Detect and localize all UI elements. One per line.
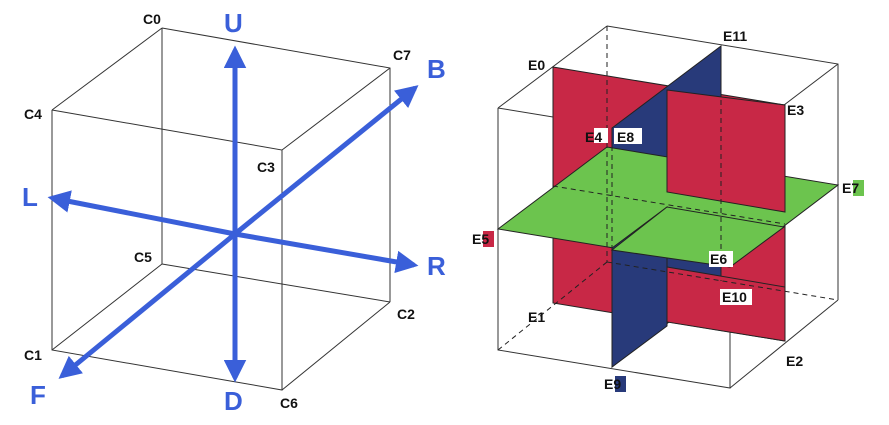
corner-label: C4 — [24, 106, 42, 122]
cube-edge-back-bottom — [161, 263, 391, 303]
corner-label: C2 — [397, 306, 415, 322]
edge-label: E1 — [528, 309, 545, 325]
corner-label: C6 — [280, 395, 298, 411]
cube-edge-bottom-left — [51, 263, 163, 351]
axis-label-down: D — [224, 386, 243, 416]
rotation-axes — [47, 45, 419, 383]
red-slice-plane-front-upper — [666, 89, 786, 213]
edge-label: E8 — [617, 129, 634, 145]
corner-cube — [51, 27, 391, 391]
edge-label-bg — [614, 128, 642, 144]
edge-label: E4 — [585, 129, 602, 145]
axis-label-left: L — [22, 182, 38, 212]
axis-front-arrow — [58, 232, 237, 379]
edge-label: E0 — [528, 57, 545, 73]
corner-label: C3 — [257, 159, 275, 175]
edge-label-bg — [615, 376, 626, 392]
cube-edge-bottom-right — [281, 301, 391, 391]
edge-label: E5 — [472, 231, 489, 247]
edge-label: E11 — [723, 28, 747, 44]
edge-label: E9 — [604, 376, 621, 392]
corner-label: C7 — [393, 47, 411, 63]
corner-label: C1 — [24, 347, 42, 363]
hidden-mid-line — [552, 185, 786, 225]
corner-label: C0 — [143, 11, 161, 27]
edge-cube — [496, 25, 840, 389]
edge-label-bg — [709, 251, 733, 267]
edge-label-bg — [853, 180, 864, 196]
axis-label-up: U — [224, 8, 243, 38]
edge-label: E2 — [786, 353, 803, 369]
edge-label: E7 — [842, 180, 859, 196]
cube-edge-top-left — [51, 27, 163, 111]
edge-label-bg — [720, 289, 752, 305]
edge-label: E3 — [787, 102, 804, 118]
edge-label-bg — [594, 128, 608, 143]
cube-back-top — [161, 27, 391, 302]
cube2-hidden-back-bottom — [606, 261, 839, 301]
cube-front-face — [51, 109, 283, 391]
edge-label: E6 — [710, 251, 727, 267]
edge-label: E10 — [722, 289, 747, 305]
axis-back-arrow — [233, 85, 419, 236]
cube2-edge-bottom-right — [729, 299, 839, 389]
green-slice-plane-front — [610, 206, 786, 268]
corner-label: C5 — [134, 249, 152, 265]
axis-left-arrow — [47, 190, 236, 237]
axis-label-right: R — [427, 251, 446, 281]
cube-edge-top-right — [281, 67, 391, 151]
axis-label-back: B — [427, 54, 446, 84]
axis-label-front: F — [30, 380, 46, 410]
edge-label-bg — [483, 231, 494, 247]
axis-right-arrow — [234, 231, 419, 274]
